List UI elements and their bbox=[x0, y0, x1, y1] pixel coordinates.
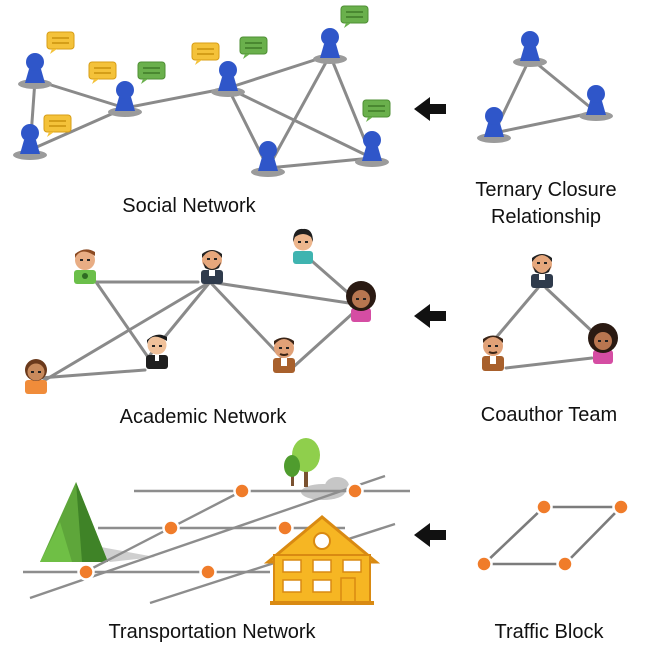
chat-bubble-icon bbox=[191, 42, 220, 66]
coauthor-team-label: Coauthor Team bbox=[481, 404, 617, 426]
person-pin-icon bbox=[313, 28, 347, 64]
intersection-node bbox=[233, 482, 251, 500]
avatar-icon bbox=[481, 334, 505, 372]
intersection-node bbox=[612, 498, 630, 516]
avatar-icon bbox=[74, 249, 96, 284]
intersection-node bbox=[162, 519, 180, 537]
academic-network-authors bbox=[25, 228, 376, 394]
arrow-left-icon bbox=[414, 523, 446, 547]
intersection-node bbox=[475, 555, 493, 573]
person-pin-icon bbox=[211, 61, 245, 97]
chat-bubble-icon bbox=[88, 61, 117, 85]
transportation-network-label: Transportation Network bbox=[108, 621, 316, 643]
traffic-block-graph bbox=[475, 498, 630, 573]
intersection-node bbox=[276, 519, 294, 537]
person-pin-icon bbox=[13, 124, 47, 160]
transportation-network-graph bbox=[23, 438, 410, 605]
social-network-edges bbox=[28, 53, 374, 170]
chat-bubble-icon bbox=[239, 36, 268, 60]
intersection-node bbox=[346, 482, 364, 500]
avatar-icon bbox=[146, 334, 168, 369]
mountain-icon bbox=[40, 482, 108, 562]
intersection-node bbox=[535, 498, 553, 516]
intersection-node bbox=[77, 563, 95, 581]
social-network-label: Social Network bbox=[122, 195, 256, 217]
person-pin-icon bbox=[513, 31, 547, 67]
avatar-icon bbox=[531, 254, 553, 288]
academic-network-graph bbox=[25, 228, 376, 394]
arrow-left-icon bbox=[414, 97, 446, 121]
avatar-icon bbox=[25, 359, 47, 394]
person-pin-icon bbox=[108, 81, 142, 117]
ternary-closure-graph bbox=[477, 31, 613, 143]
intersection-node bbox=[199, 563, 217, 581]
person-pin-icon bbox=[18, 53, 52, 89]
chat-bubble-icon bbox=[340, 5, 369, 29]
chat-bubble-icon bbox=[137, 61, 166, 85]
person-pin-icon bbox=[477, 107, 511, 143]
ternary-closure-label-line1: Ternary Closure bbox=[475, 179, 616, 201]
academic-network-label: Academic Network bbox=[120, 406, 288, 428]
avatar-icon bbox=[272, 336, 296, 374]
intersection-node bbox=[556, 555, 574, 573]
coauthor-team-graph bbox=[481, 254, 618, 372]
avatar-icon bbox=[201, 250, 223, 284]
chat-bubble-icon bbox=[362, 99, 391, 123]
tree-icon bbox=[284, 438, 320, 487]
chat-bubble-icon bbox=[46, 31, 75, 55]
person-pin-icon bbox=[355, 131, 389, 167]
avatar-icon bbox=[293, 228, 313, 264]
academic-network-edges bbox=[38, 253, 364, 385]
traffic-block-label: Traffic Block bbox=[495, 621, 605, 643]
house-icon bbox=[263, 515, 381, 605]
social-network-graph bbox=[13, 5, 391, 177]
ternary-closure-label-line2: Relationship bbox=[491, 206, 601, 228]
arrow-left-icon bbox=[414, 304, 446, 328]
